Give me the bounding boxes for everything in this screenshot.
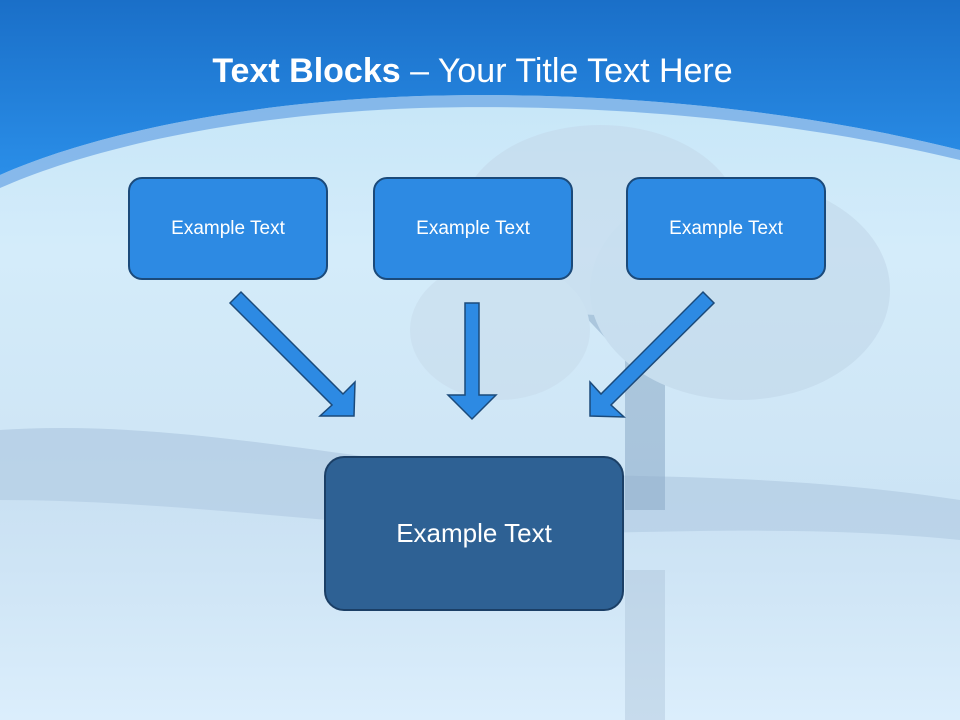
title-rest-text: – Your Title Text Here — [410, 52, 733, 90]
header-band — [0, 0, 960, 175]
center-text-block: Example Text — [324, 456, 624, 611]
header-swoosh — [0, 95, 960, 188]
center-text-block-label: Example Text — [396, 518, 552, 548]
text-block-3-label: Example Text — [669, 217, 783, 239]
text-block-2-label: Example Text — [416, 217, 530, 239]
text-block-3: Example Text — [626, 177, 826, 280]
text-block-1: Example Text — [128, 177, 328, 280]
text-block-1-label: Example Text — [171, 217, 285, 239]
text-block-2: Example Text — [373, 177, 573, 280]
title-bold-text: Text Blocks — [212, 52, 401, 90]
slide-title: Text Blocks – Your Title Text Here — [0, 52, 945, 91]
